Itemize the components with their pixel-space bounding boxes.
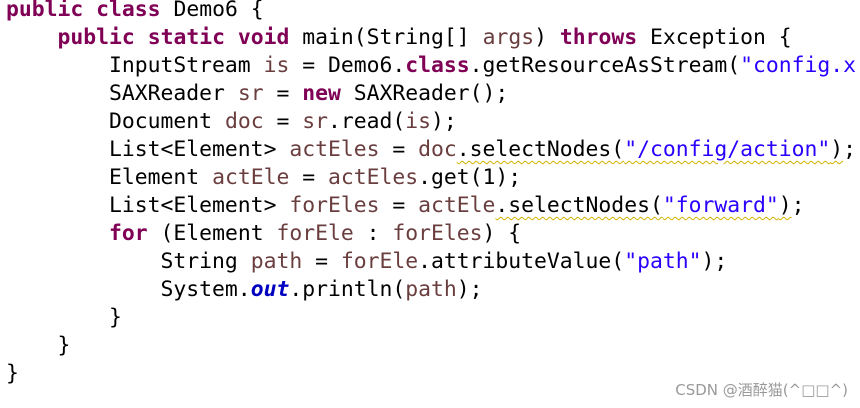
code-token: = <box>263 81 303 106</box>
code-token: forEle <box>340 249 419 274</box>
code-line-10: String path = forEle.attributeValue("pat… <box>6 248 856 276</box>
code-line-11: System.out.println(path); <box>6 276 856 304</box>
code-token: static <box>147 25 225 50</box>
code-token: = <box>379 193 419 218</box>
code-token: ; <box>791 193 805 218</box>
code-line-1: public class Demo6 { <box>6 0 856 24</box>
code-token: path <box>250 249 303 274</box>
code-token: SAXReader(); <box>340 81 509 106</box>
code-token: .attributeValue( <box>418 249 625 274</box>
code-token: .selectNodes( <box>495 193 663 218</box>
code-token: List<Element> <box>6 137 290 162</box>
code-token: public <box>6 0 84 22</box>
code-token: = <box>379 137 419 162</box>
code-line-3: InputStream is = Demo6.class.getResource… <box>6 52 856 80</box>
code-token: class <box>96 0 161 22</box>
code-token: is <box>263 53 290 78</box>
code-token: Element <box>6 165 213 190</box>
code-token: for <box>109 221 148 246</box>
code-token: = Demo6. <box>289 53 406 78</box>
code-token: ) <box>778 193 792 218</box>
code-line-7: Element actEle = actEles.get(1); <box>6 164 856 192</box>
code-token: "config.x <box>740 53 857 78</box>
code-token: = <box>302 249 341 274</box>
code-token: "/config/action" <box>624 137 831 162</box>
code-token: path <box>405 277 457 302</box>
code-token: List<Element> <box>6 193 290 218</box>
code-line-9: for (Element forEle : forEles) { <box>6 220 856 248</box>
code-token: public <box>57 25 135 50</box>
code-token: .println( <box>289 277 406 302</box>
code-line-2: public static void main(String[] args) t… <box>6 24 856 52</box>
code-token: void <box>237 25 290 50</box>
code-token: (Element <box>147 221 277 246</box>
code-token: ); <box>701 249 728 274</box>
code-token: forEle <box>276 221 354 246</box>
csdn-watermark: CSDN @酒醉猫(^□□^) <box>675 381 848 399</box>
code-token: actEle <box>418 193 496 218</box>
code-token: forEles <box>289 193 380 218</box>
code-line-6: List<Element> actEles = doc.selectNodes(… <box>6 136 856 164</box>
code-token: actEles <box>289 137 380 162</box>
code-token: = <box>289 165 328 190</box>
code-token <box>6 25 58 50</box>
code-token: sr <box>237 81 264 106</box>
code-line-4: SAXReader sr = new SAXReader(); <box>6 80 856 108</box>
code-line-8: List<Element> forEles = actEle.selectNod… <box>6 192 856 220</box>
code-token: ) <box>534 25 560 50</box>
code-token: actEles <box>327 165 419 190</box>
code-token: main(String[] <box>289 25 483 50</box>
code-token: ); <box>456 277 483 302</box>
code-token <box>225 25 238 50</box>
code-token <box>135 25 148 50</box>
code-token: Demo6 { <box>160 0 264 22</box>
code-token: actEle <box>212 165 290 190</box>
code-token: .get(1); <box>418 165 522 190</box>
code-token: doc <box>224 109 264 134</box>
code-token: out <box>250 277 290 302</box>
code-token: ; <box>843 137 857 162</box>
code-token: doc <box>418 137 457 162</box>
code-token: "path" <box>624 249 702 274</box>
code-token: Exception { <box>637 25 792 50</box>
code-token: } <box>6 305 122 330</box>
code-token: forEles <box>392 221 483 246</box>
code-token: SAXReader <box>6 81 238 106</box>
code-line-13: } <box>6 332 856 360</box>
code-token: new <box>302 81 341 106</box>
java-source-code[interactable]: public class Demo6 { public static void … <box>6 0 856 388</box>
code-token: } <box>6 333 71 358</box>
code-token: String <box>6 249 251 274</box>
code-token: class <box>405 53 470 78</box>
code-token: sr <box>302 109 328 134</box>
code-token: .read( <box>327 109 406 134</box>
code-token: args <box>482 25 535 50</box>
code-token: = <box>263 109 303 134</box>
code-token <box>83 0 96 22</box>
code-token: ) { <box>482 221 522 246</box>
code-token: System. <box>6 277 251 302</box>
code-token: ); <box>431 109 457 134</box>
code-token <box>6 221 109 246</box>
code-token: : <box>353 221 393 246</box>
code-token: .selectNodes( <box>456 137 625 162</box>
code-line-5: Document doc = sr.read(is); <box>6 108 856 136</box>
code-token: throws <box>559 25 638 50</box>
code-token: .getResourceAsStream( <box>469 53 741 78</box>
code-token: "forward" <box>662 193 779 218</box>
code-token: } <box>6 361 19 386</box>
code-token: InputStream <box>6 53 264 78</box>
code-line-14: } <box>6 360 856 388</box>
code-token: is <box>405 109 432 134</box>
code-token: ) <box>830 137 844 162</box>
code-token: Document <box>6 109 225 134</box>
code-line-12: } <box>6 304 856 332</box>
